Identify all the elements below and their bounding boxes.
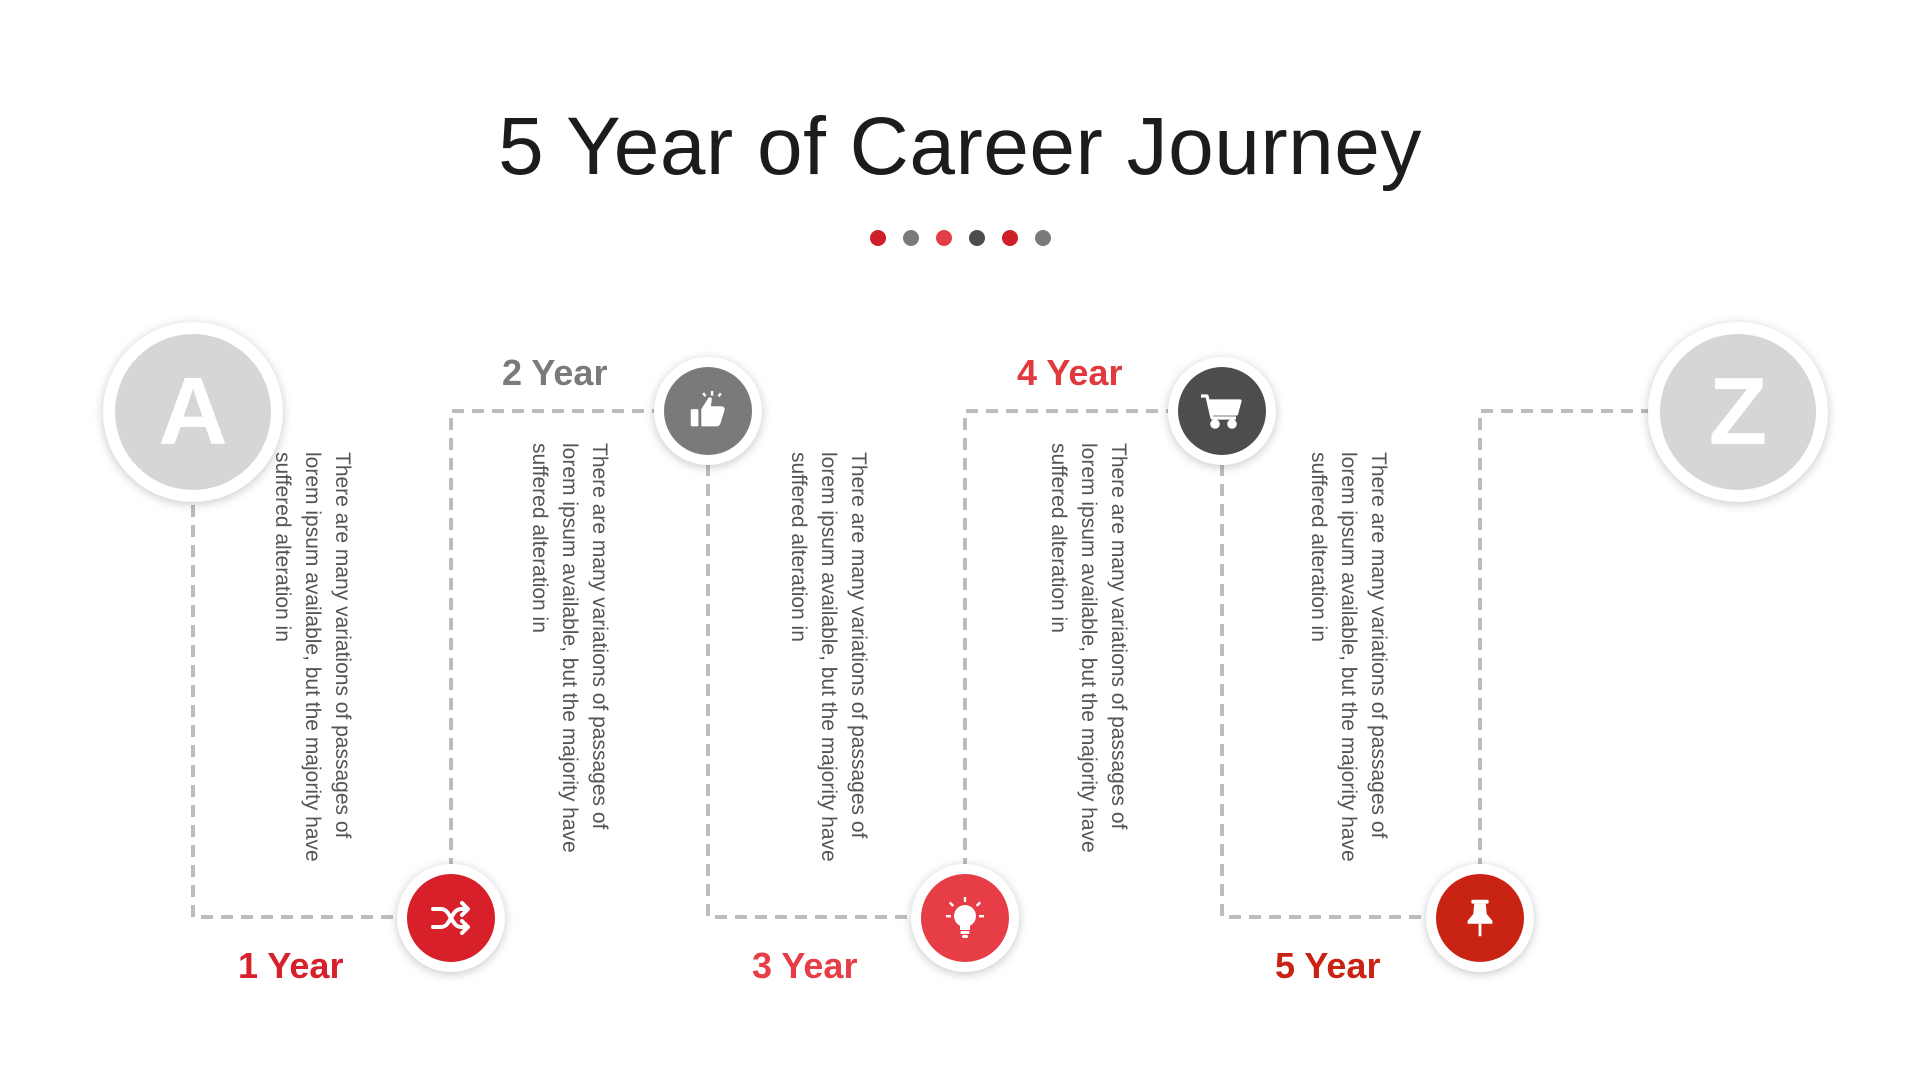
milestone-description-3: There are many variations of passages of… xyxy=(787,452,870,862)
milestone-node-5 xyxy=(1426,864,1534,972)
connector-3-to-4 xyxy=(963,409,1178,870)
connector-a-to-1 xyxy=(191,505,412,919)
milestone-node-4 xyxy=(1168,357,1276,465)
decor-dot xyxy=(903,230,919,246)
connector-4-to-5 xyxy=(1220,464,1444,919)
milestone-node-3 xyxy=(911,864,1019,972)
decor-dot xyxy=(1035,230,1051,246)
end-letter: Z xyxy=(1708,358,1768,465)
decor-dot xyxy=(1002,230,1018,246)
milestone-circle-5 xyxy=(1436,874,1524,962)
milestone-circle-3 xyxy=(921,874,1009,962)
milestone-description-2: There are many variations of passages of… xyxy=(528,443,611,853)
decor-dot xyxy=(870,230,886,246)
milestone-description-1: There are many variations of passages of… xyxy=(271,452,354,862)
connector-5-to-z xyxy=(1478,409,1650,870)
milestone-label-2: 2 Year xyxy=(502,352,608,393)
connector-2-to-3 xyxy=(706,464,928,919)
milestone-circle-2 xyxy=(664,367,752,455)
pushpin-icon xyxy=(1467,899,1493,937)
milestone-circle-1 xyxy=(407,874,495,962)
milestone-description-5: There are many variations of passages of… xyxy=(1307,452,1390,862)
shopping-cart-icon xyxy=(1201,394,1242,429)
milestone-label-4: 4 Year xyxy=(1017,352,1123,393)
decorative-dots xyxy=(870,230,1060,250)
page-title: 5 Year of Career Journey xyxy=(498,101,1422,192)
end-node-circle: Z xyxy=(1660,334,1816,490)
milestone-node-2 xyxy=(654,357,762,465)
milestone-circle-4 xyxy=(1178,367,1266,455)
milestone-label-1: 1 Year xyxy=(238,945,344,986)
start-node: A xyxy=(103,322,283,502)
decor-dot xyxy=(969,230,985,246)
milestone-node-1 xyxy=(397,864,505,972)
lightbulb-icon xyxy=(946,897,984,938)
shuffle-icon xyxy=(431,901,470,935)
milestone-description-4: There are many variations of passages of… xyxy=(1047,443,1130,853)
thumbs-up-icon xyxy=(690,390,725,427)
end-node: Z xyxy=(1648,322,1828,502)
milestone-label-3: 3 Year xyxy=(752,945,858,986)
start-letter: A xyxy=(158,358,228,465)
decor-dot xyxy=(936,230,952,246)
start-node-circle: A xyxy=(115,334,271,490)
milestone-label-5: 5 Year xyxy=(1275,945,1381,986)
